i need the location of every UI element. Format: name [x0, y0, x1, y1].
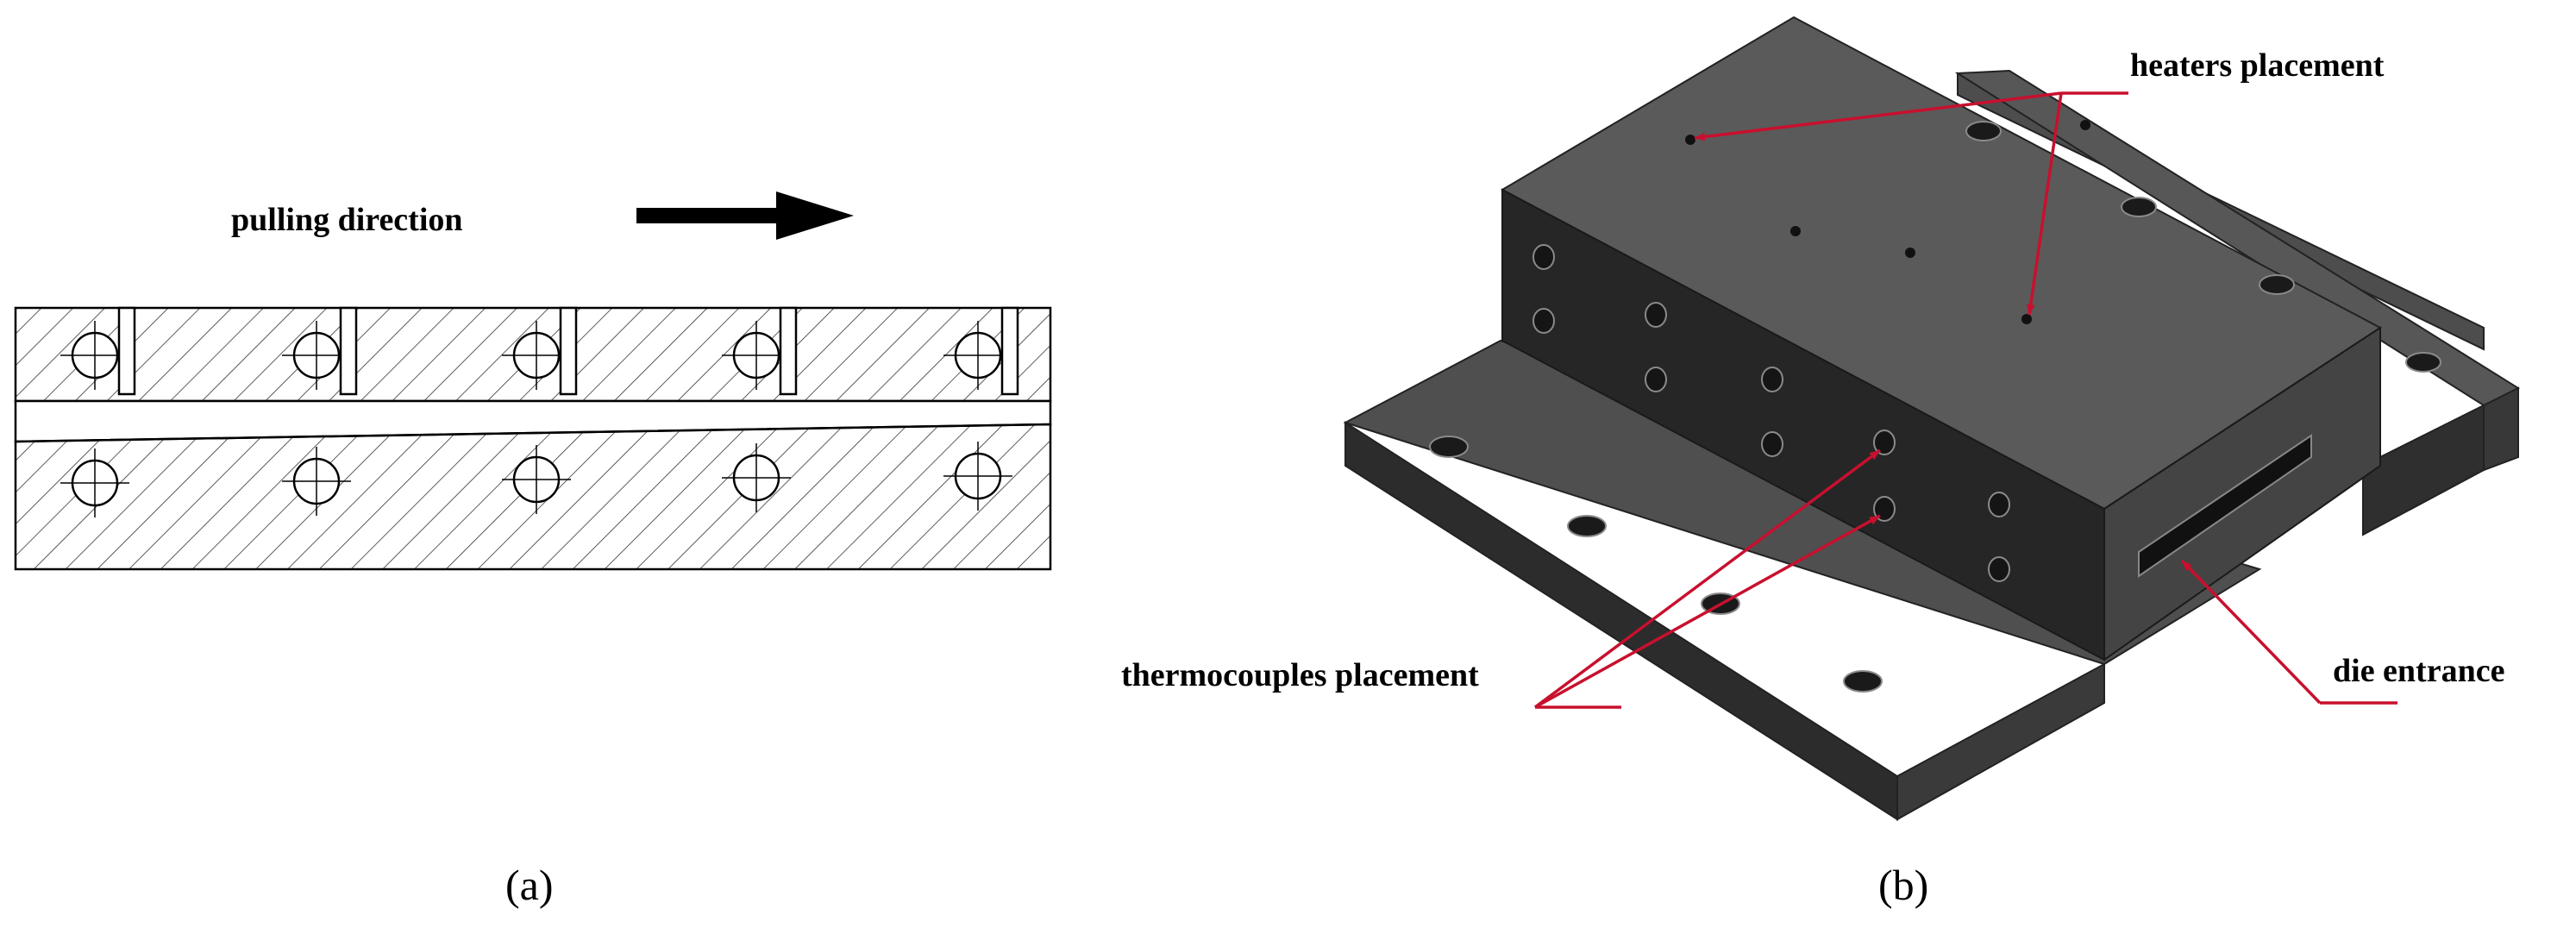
front-thermocouple-holes [1532, 244, 2010, 582]
caption-a: (a) [505, 861, 554, 909]
panel-a-section-drawing: pulling direction [14, 191, 1052, 909]
thermocouple-slots [117, 306, 1019, 396]
pulling-direction-label: pulling direction [231, 202, 463, 238]
die-entrance-label: die entrance [2333, 653, 2504, 689]
caption-b: (b) [1878, 861, 1928, 909]
leader-lines [1533, 91, 2397, 709]
die-entrance-slot [2138, 434, 2312, 578]
upper-center-marks [60, 321, 1012, 390]
lower-center-marks [60, 442, 1012, 517]
pulling-direction-arrow-icon [636, 191, 854, 240]
panel-b-die-block: heaters placement thermocouples placemen… [1121, 16, 2521, 909]
top-heater-holes [1685, 120, 2090, 324]
thermocouples-placement-label: thermocouples placement [1121, 657, 1479, 693]
heaters-placement-label: heaters placement [2130, 47, 2385, 84]
base-bolt-holes [1429, 121, 2441, 693]
